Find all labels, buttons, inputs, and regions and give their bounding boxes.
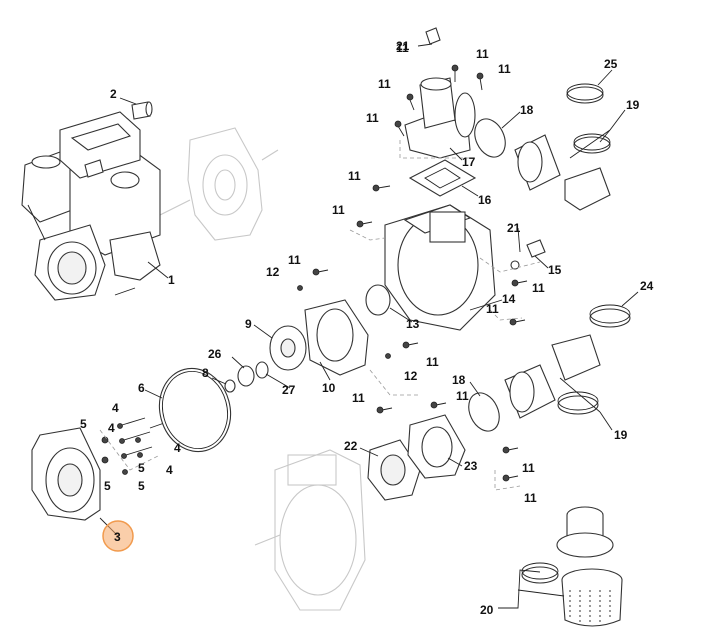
callout-11: 11 (476, 47, 489, 61)
callout-19: 19 (614, 428, 628, 442)
callout-11: 11 (352, 391, 365, 405)
callout-11: 11 (348, 169, 361, 183)
callout-9: 9 (245, 317, 252, 331)
callout-11: 11 (524, 491, 537, 505)
flange-22 (367, 439, 421, 501)
studs-nuts (117, 417, 171, 475)
callout-11: 11 (366, 111, 379, 125)
part-6-gasket (158, 367, 232, 453)
highlight-circle (102, 520, 134, 552)
callout-5: 5 (138, 479, 145, 493)
bolts (297, 64, 528, 482)
callout-22: 22 (344, 439, 358, 453)
callout-27: 27 (282, 383, 296, 397)
plug-15 (510, 239, 546, 270)
callout-5: 5 (104, 479, 111, 493)
callout-21: 21 (507, 221, 521, 235)
ghost-pump-housing (254, 449, 366, 611)
hose-fitting-lower (468, 304, 631, 432)
callout-11: 11 (486, 302, 499, 316)
engine (21, 111, 161, 301)
callout-15: 15 (548, 263, 562, 277)
callout-18: 18 (452, 373, 466, 387)
callout-6: 6 (138, 381, 145, 395)
pump-body (384, 204, 496, 331)
callout-11: 11 (532, 281, 545, 295)
callout-11: 11 (378, 77, 391, 91)
callout-11: 11 (456, 389, 469, 403)
callout-21: 21 (396, 39, 410, 53)
callout-16: 16 (478, 193, 492, 207)
pump-cover (31, 427, 109, 521)
callout-4: 4 (112, 401, 119, 415)
part-2-sleeve (131, 101, 153, 120)
callout-10: 10 (322, 381, 336, 395)
volute (304, 299, 369, 376)
callout-11: 11 (426, 355, 439, 369)
discharge-elbow (404, 77, 476, 159)
callout-12: 12 (266, 265, 280, 279)
plug-21-top (425, 27, 441, 45)
callout-4: 4 (174, 441, 181, 455)
callout-5: 5 (80, 417, 87, 431)
callout-11: 11 (498, 62, 511, 76)
callout-13: 13 (406, 317, 420, 331)
callout-14: 14 (502, 292, 516, 306)
callout-11: 11 (396, 41, 409, 55)
strainer (521, 506, 623, 627)
callout-2: 2 (110, 87, 117, 101)
callout-5: 5 (138, 461, 145, 475)
callout-3: 3 (114, 530, 121, 544)
callout-24: 24 (640, 279, 654, 293)
leader-lines (99, 43, 639, 609)
o-ring-18-upper (474, 118, 506, 158)
assembly-lines (99, 140, 541, 491)
callout-17: 17 (462, 155, 476, 169)
callout-19: 19 (626, 98, 640, 112)
callout-11: 11 (288, 253, 301, 267)
ghost-engine-plate (159, 127, 279, 241)
callout-18: 18 (520, 103, 534, 117)
callout-11: 11 (332, 203, 345, 217)
flange-23 (407, 414, 466, 479)
small-washers (224, 361, 269, 393)
impeller (269, 325, 307, 371)
callout-23: 23 (464, 459, 478, 473)
callout-1: 1 (168, 273, 175, 287)
o-ring-13 (365, 284, 391, 316)
callout-20: 20 (480, 603, 494, 617)
callout-4: 4 (108, 421, 115, 435)
gasket-16 (408, 159, 477, 197)
callout-26: 26 (208, 347, 222, 361)
callout-labels: 1 2 3 4 4 4 4 5 5 5 5 6 8 9 10 11 11 11 … (80, 39, 654, 617)
callout-8: 8 (202, 366, 209, 380)
callout-25: 25 (604, 57, 618, 71)
callout-12: 12 (404, 369, 418, 383)
callout-11: 11 (522, 461, 535, 475)
callout-4: 4 (166, 463, 173, 477)
